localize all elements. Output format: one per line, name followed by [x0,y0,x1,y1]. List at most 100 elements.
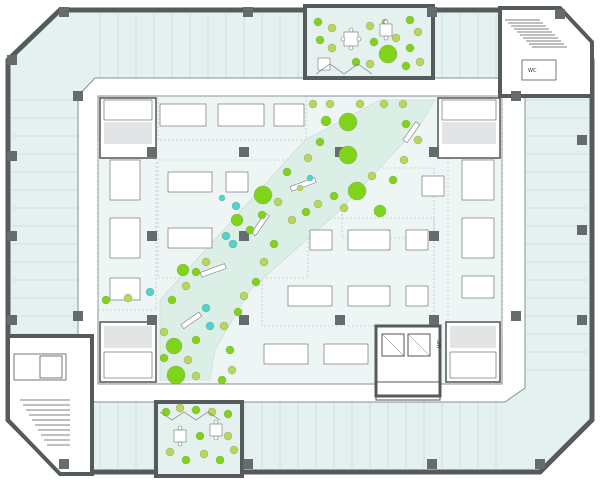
tree [201,257,211,267]
desk [347,285,391,307]
tree [217,375,227,385]
tree [199,449,209,459]
tree [219,321,229,331]
column [555,9,565,19]
column [147,147,157,157]
desk [167,171,213,193]
column [243,459,253,469]
tree [379,99,389,109]
desk [309,229,333,251]
column [7,55,17,65]
tree [313,199,323,209]
tree [191,267,201,277]
tree [405,43,415,53]
tree [378,44,398,64]
tree [413,27,423,37]
column [7,231,17,241]
tree [282,167,292,177]
tree [166,365,186,385]
south-garden-seating [159,411,223,447]
tree [223,409,233,419]
column [429,231,439,241]
tree [269,239,279,249]
tree [181,455,191,465]
column [147,315,157,325]
desk [323,343,369,365]
column [427,459,437,469]
tree [303,153,313,163]
tree [239,291,249,301]
tree [287,215,297,225]
tree [233,307,243,317]
tree [167,295,177,305]
restroom-block-northwest [99,97,157,159]
desk [109,217,141,259]
tree [228,239,238,249]
tree [273,197,283,207]
tree [296,184,304,192]
desk [405,229,429,251]
tree [325,99,335,109]
column [73,311,83,321]
desk [405,285,429,307]
desk [461,217,495,259]
tree [327,23,337,33]
tree [176,263,190,277]
tree [315,137,325,147]
column [511,91,521,101]
desk [461,159,495,201]
tree [195,431,205,441]
column [59,459,69,469]
diagonal-garden-strip [159,99,436,381]
tree [388,175,398,185]
column [239,147,249,157]
restroom-block-northeast [437,97,501,159]
garden-trees [101,15,425,465]
tree [373,204,387,218]
column [147,231,157,241]
desk [159,103,207,127]
tree [175,403,185,413]
tree [308,99,318,109]
column [427,7,437,17]
column [577,135,587,145]
desk [217,103,265,127]
column [577,315,587,325]
tree [181,281,191,291]
desk [347,229,391,251]
tree [369,37,379,47]
elevator-core: WC [374,324,443,401]
desk [273,103,305,127]
tree [159,327,169,337]
column [429,147,439,157]
column [73,91,83,101]
tree [329,191,339,201]
desk [167,227,213,249]
tree [253,185,273,205]
column [511,311,521,321]
column [7,151,17,161]
structural-columns [7,7,587,469]
tree [101,295,111,305]
tree [398,99,408,109]
tree [301,207,311,217]
tree [230,213,244,227]
column [239,315,249,325]
tree [399,155,409,165]
desk [287,285,333,307]
tree [413,135,423,145]
tree [227,365,237,375]
tree [365,59,375,69]
tree [145,287,155,297]
tree [315,35,325,45]
tree [191,335,201,345]
tree [165,447,175,457]
desk [225,171,249,193]
tree [191,405,201,415]
desks [109,103,495,365]
column [59,7,69,17]
tree [339,203,349,213]
tree [245,225,255,235]
restroom-block-southwest [99,321,157,383]
